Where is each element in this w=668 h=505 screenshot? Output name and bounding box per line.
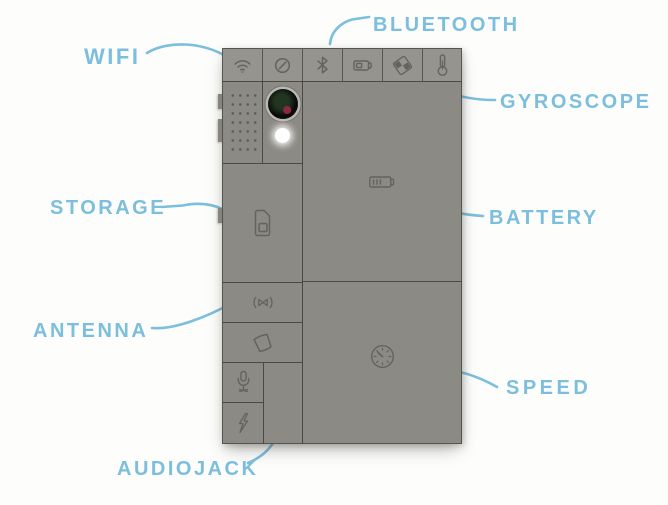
connector-tab xyxy=(218,119,223,142)
gyroscope-module xyxy=(382,48,423,82)
antenna-module xyxy=(222,282,303,323)
storage-callout-label: STORAGE xyxy=(50,197,167,219)
audiojack-callout-label: AUDIOJACK xyxy=(117,458,259,480)
camera-lens xyxy=(267,89,298,119)
bluetooth-icon xyxy=(315,55,330,75)
speaker-module xyxy=(222,81,263,164)
microphone-icon xyxy=(234,370,253,395)
storage-module xyxy=(222,163,303,283)
microphone-module xyxy=(222,362,264,403)
sim-card-icon xyxy=(352,58,373,73)
connector-tab xyxy=(218,208,223,223)
wifi-callout-label: WIFI xyxy=(84,44,141,69)
battery-icon xyxy=(368,174,396,190)
wifi-icon xyxy=(232,57,253,74)
speedometer-icon xyxy=(369,343,396,370)
battery-module xyxy=(302,81,462,282)
antenna-callout-label: ANTENNA xyxy=(33,320,149,342)
speed-module xyxy=(302,281,462,444)
speaker-grill xyxy=(227,89,258,156)
bluetooth-callout-label: BLUETOOTH xyxy=(373,14,520,36)
bluetooth-connector-line xyxy=(328,15,371,46)
wifi-connector-line xyxy=(145,43,235,63)
wifi-module xyxy=(222,48,263,82)
charge-module xyxy=(222,402,264,444)
shutter-module xyxy=(262,48,303,82)
charge-bolt-icon xyxy=(235,412,251,434)
gyroscope-icon xyxy=(391,54,414,77)
flash-led xyxy=(275,128,290,143)
sim-module xyxy=(342,48,383,82)
bluetooth-module xyxy=(302,48,343,82)
vibration-module xyxy=(222,322,303,363)
shutter-slash-icon xyxy=(273,56,292,75)
thermometer-icon xyxy=(436,53,449,77)
thermometer-module xyxy=(422,48,462,82)
storage-card-icon xyxy=(251,208,275,238)
battery-callout-label: BATTERY xyxy=(489,207,599,229)
connector-tab xyxy=(218,94,223,109)
camera-module xyxy=(262,81,303,164)
speed-callout-label: SPEED xyxy=(506,377,592,399)
antenna-icon xyxy=(249,294,277,311)
vibration-note-icon xyxy=(250,331,276,355)
modular-phone xyxy=(218,48,462,444)
gyroscope-callout-label: GYROSCOPE xyxy=(500,91,652,113)
audiojack-module xyxy=(263,362,303,444)
